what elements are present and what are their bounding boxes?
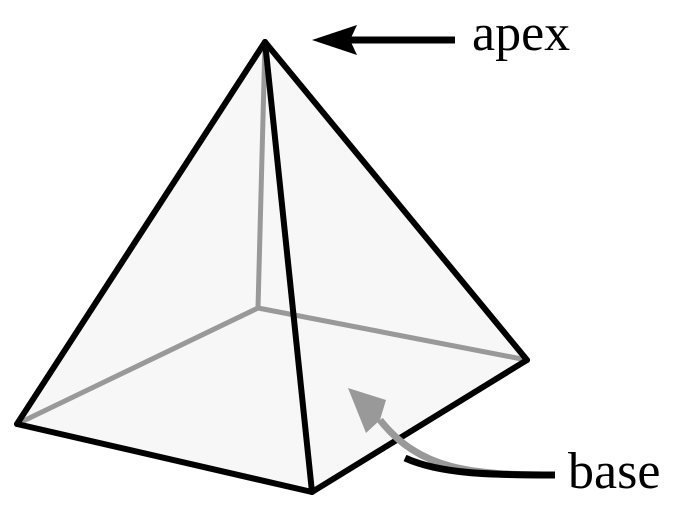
apex-arrow-head [312,25,357,55]
apex-arrow [312,25,455,55]
pyramid-faces-fill [17,42,527,492]
base-arrow-curve-black [403,454,556,479]
visible-edges [14,39,530,495]
hidden-edges [14,39,530,427]
base-arrow-head [348,388,386,433]
apex-label: apex [472,5,570,62]
edge-apex-left [14,39,268,427]
hidden-edge-back-left [14,305,261,427]
edge-base-front-left [14,421,315,495]
edge-base-front-right [309,357,530,495]
edge-apex-front [262,39,315,495]
hidden-edge-back-right [255,305,530,363]
base-label: base [568,443,660,500]
edge-apex-right [262,39,530,363]
hidden-edge-apex-to-back-corner [255,39,268,311]
base-arrow [348,388,556,479]
